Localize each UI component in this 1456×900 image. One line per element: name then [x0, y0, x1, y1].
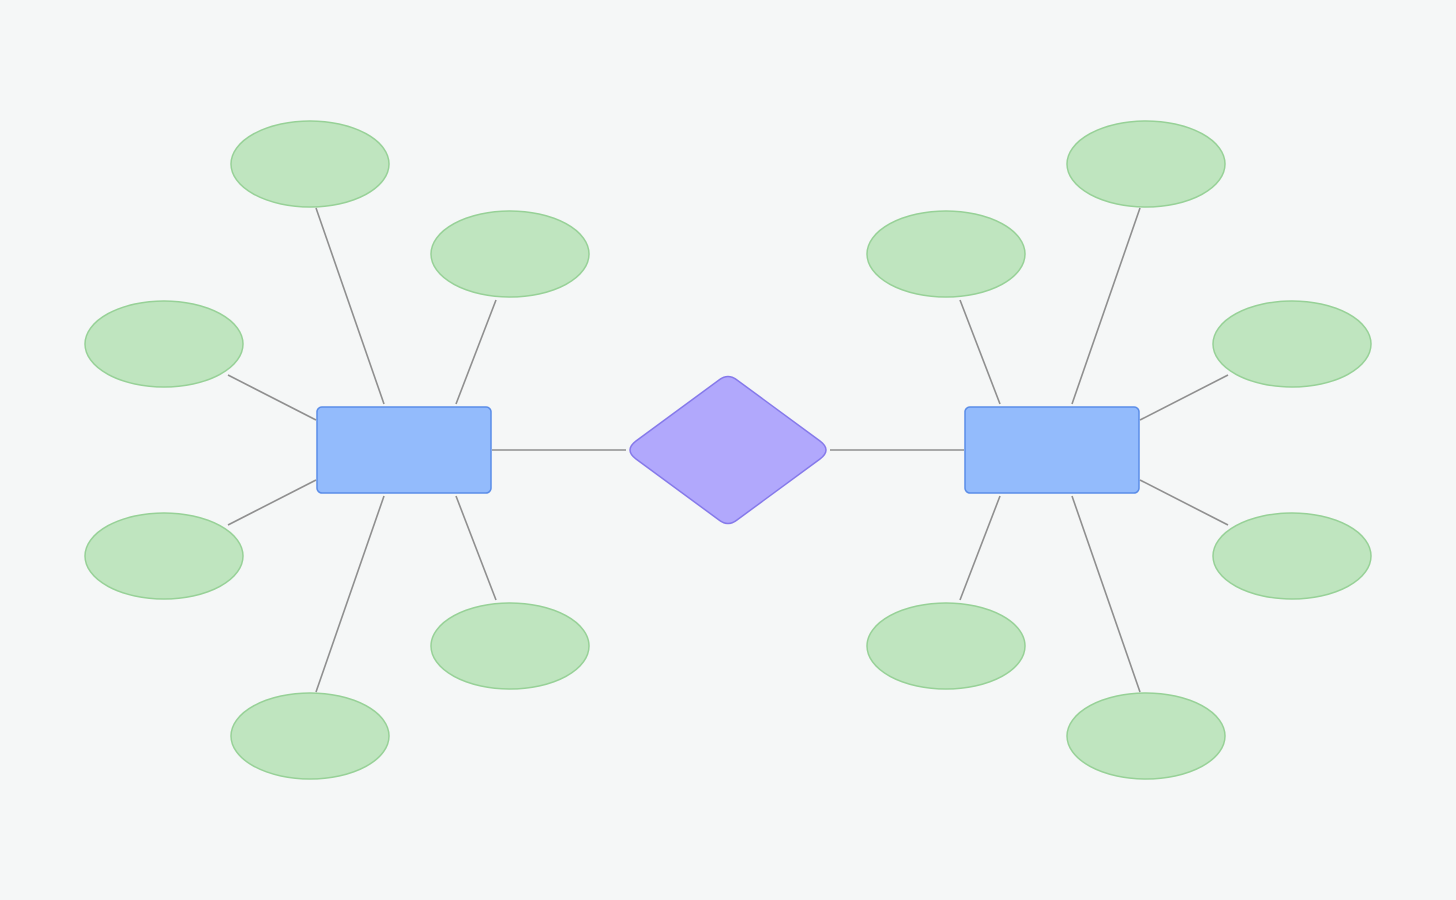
attribute-ellipse[interactable]: [1212, 512, 1372, 600]
connector-left-attr-5: [315, 495, 385, 693]
entity-node-left[interactable]: [316, 406, 492, 494]
connector-left-attr-3: [227, 374, 317, 421]
connector-right-attr-1: [959, 299, 1001, 405]
attribute-ellipse[interactable]: [866, 602, 1026, 690]
attribute-node[interactable]: [230, 692, 390, 780]
right-entity-attributes: [866, 120, 1372, 780]
entity-rectangle-left[interactable]: [316, 406, 492, 494]
attribute-node[interactable]: [430, 210, 590, 298]
attribute-ellipse[interactable]: [430, 210, 590, 298]
attribute-node[interactable]: [430, 602, 590, 690]
connector-left-attr-6: [455, 495, 497, 601]
entity-rectangle-right[interactable]: [964, 406, 1140, 494]
attribute-ellipse[interactable]: [230, 692, 390, 780]
attribute-node[interactable]: [1212, 300, 1372, 388]
connector-right-attr-5: [959, 495, 1001, 601]
attribute-ellipse[interactable]: [1066, 120, 1226, 208]
attribute-ellipse[interactable]: [430, 602, 590, 690]
connector-left-attr-2: [455, 299, 497, 405]
left-entity-attributes: [84, 120, 590, 780]
attribute-ellipse[interactable]: [1212, 300, 1372, 388]
connector-right-attr-3: [1139, 374, 1229, 421]
attribute-ellipse[interactable]: [230, 120, 390, 208]
attribute-ellipse[interactable]: [1066, 692, 1226, 780]
attribute-ellipse[interactable]: [866, 210, 1026, 298]
attribute-node[interactable]: [230, 120, 390, 208]
connector-right-attr-6: [1071, 495, 1141, 693]
entity-node-right[interactable]: [964, 406, 1140, 494]
attribute-node[interactable]: [84, 512, 244, 600]
relationship-node[interactable]: [629, 375, 827, 525]
connector-right-attr-4: [1139, 479, 1229, 526]
attribute-ellipse[interactable]: [84, 300, 244, 388]
attribute-node[interactable]: [84, 300, 244, 388]
connector-right-attr-2: [1071, 207, 1141, 405]
attribute-node[interactable]: [1212, 512, 1372, 600]
attribute-node[interactable]: [1066, 120, 1226, 208]
attribute-node[interactable]: [866, 210, 1026, 298]
attribute-node[interactable]: [1066, 692, 1226, 780]
connector-left-attr-1: [315, 207, 385, 405]
attribute-node[interactable]: [866, 602, 1026, 690]
connector-left-attr-4: [227, 479, 317, 526]
connectors: [227, 207, 1229, 693]
attribute-ellipse[interactable]: [84, 512, 244, 600]
relationship-diamond[interactable]: [629, 375, 827, 525]
